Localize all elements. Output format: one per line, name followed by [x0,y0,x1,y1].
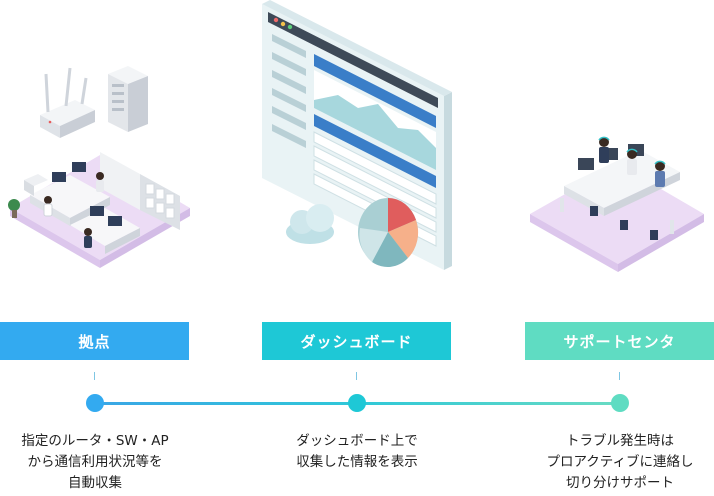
description-line: 指定のルータ・SW・AP [21,433,169,449]
operator-figure [654,160,666,187]
description-line: 収集した情報を表示 [296,454,418,470]
connector-tick [94,372,95,380]
cloud-icon [286,204,334,244]
description-line: 自動収集 [68,475,122,491]
pie-chart-icon [358,198,419,268]
timeline-dot [611,394,629,412]
dashboard-illustration [262,0,452,270]
timeline-dot [348,394,366,412]
description-line: ダッシュボード上で [296,433,418,449]
router-icon [40,67,95,138]
switch-icon [108,66,148,132]
timeline-dot [86,394,104,412]
operator-figure [598,136,610,163]
operator-figure [626,148,638,175]
support-center-illustration [530,136,704,272]
description-line: 切り分けサポート [566,475,674,491]
connector-tick [619,372,620,380]
connector-tick [356,372,357,380]
description-line: トラブル発生時は [566,433,674,449]
step-description-support-center: トラブル発生時は プロアクティブに連絡し 切り分けサポート [510,431,714,494]
step-description-site: 指定のルータ・SW・AP から通信利用状況等を 自動収集 [0,431,205,494]
office-illustration [8,66,190,268]
step-description-dashboard: ダッシュボード上で 収集した情報を表示 [247,431,467,473]
step-label-support-center: サポートセンタ [525,322,714,360]
description-line: プロアクティブに連絡し [546,454,694,470]
step-label-dashboard: ダッシュボード [262,322,451,360]
description-line: から通信利用状況等を [27,454,163,470]
step-label-site: 拠点 [0,322,189,360]
